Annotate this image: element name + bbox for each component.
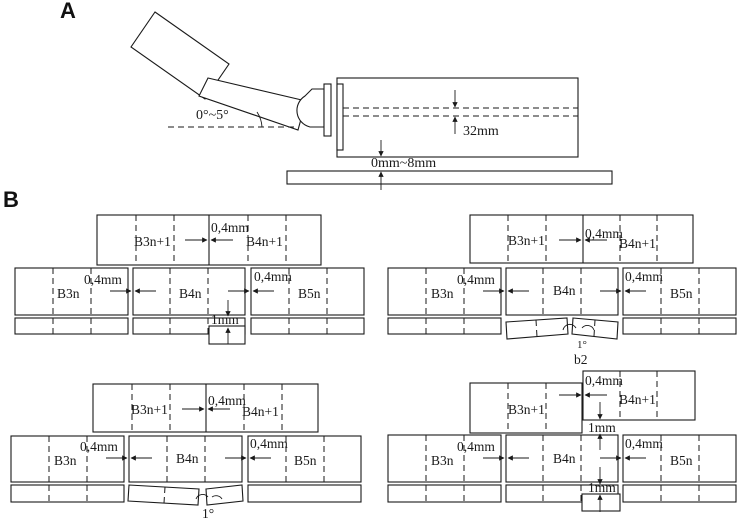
block-left xyxy=(387,267,502,316)
sub-figure-label: b2 xyxy=(574,352,588,367)
gap-right: 0,4mm xyxy=(625,269,663,284)
drop-upper: 1mm xyxy=(588,420,616,435)
base-left xyxy=(10,484,125,503)
gap-lower: 0,4mm xyxy=(80,439,118,454)
block-upper xyxy=(469,214,694,264)
label-b4n: B4n xyxy=(176,451,199,466)
label-b3n: B3n xyxy=(54,453,77,468)
base-right xyxy=(622,317,737,335)
label-b5n: B5n xyxy=(298,286,321,301)
angle-label: 0°~5° xyxy=(196,108,229,123)
block-left xyxy=(14,267,129,316)
block-left xyxy=(10,435,125,483)
label-b3n1: B3n+1 xyxy=(131,402,168,417)
label-b5n: B5n xyxy=(670,286,693,301)
tool-plate xyxy=(323,83,332,137)
block-right xyxy=(250,267,365,316)
block-left xyxy=(387,434,502,483)
tilt-label: 1° xyxy=(202,506,214,521)
gap-upper: 0,4mm xyxy=(208,393,246,408)
gap-lower: 0,4mm xyxy=(84,272,122,287)
scenario-top-right xyxy=(387,214,737,340)
label-b3n: B3n xyxy=(431,286,454,301)
label-b5n: B5n xyxy=(294,453,317,468)
base-right xyxy=(247,484,362,503)
base-left xyxy=(387,317,502,335)
block-middle xyxy=(505,434,619,483)
gap-lower: 0,4mm xyxy=(457,272,495,287)
label-b4n1: B4n+1 xyxy=(246,234,283,249)
panel-b-label: B xyxy=(3,187,19,212)
tilted-base-right xyxy=(205,484,244,506)
label-b4n: B4n xyxy=(553,451,576,466)
gap-label: 32mm xyxy=(463,124,499,139)
panel-a-label: A xyxy=(60,0,76,23)
label-b4n1: B4n+1 xyxy=(619,236,656,251)
block-middle xyxy=(505,267,619,316)
gap-upper: 0,4mm xyxy=(585,226,623,241)
gap-right: 0,4mm xyxy=(250,436,288,451)
distance-label: 0mm~8mm xyxy=(371,156,436,171)
label-b4n: B4n xyxy=(179,286,202,301)
base-right xyxy=(622,484,737,503)
tool-shaft xyxy=(198,77,307,131)
tilt-label: 1° xyxy=(577,339,587,351)
block-upper-left xyxy=(469,382,583,434)
base-plate xyxy=(286,170,613,185)
label-b3n: B3n xyxy=(431,453,454,468)
gap-lower: 0,4mm xyxy=(457,439,495,454)
label-b3n1: B3n+1 xyxy=(508,402,545,417)
block-upper-right xyxy=(582,370,696,421)
label-b3n1: B3n+1 xyxy=(134,234,171,249)
dropped-block xyxy=(581,493,621,512)
tool-head xyxy=(130,11,230,100)
gap-upper: 0,4mm xyxy=(211,220,249,235)
label-b4n1: B4n+1 xyxy=(619,392,656,407)
block-middle xyxy=(128,435,243,483)
block-right xyxy=(247,435,362,483)
gap-upper: 0,4mm xyxy=(585,373,623,388)
block-middle xyxy=(132,267,246,316)
part-a-diagram xyxy=(130,11,613,190)
tilted-base-left xyxy=(505,317,569,340)
workpiece-block xyxy=(336,77,579,158)
block-right xyxy=(622,267,737,316)
drop-lower: 1mm xyxy=(588,480,616,495)
scenario-bottom-left xyxy=(10,383,362,506)
gap-right: 0,4mm xyxy=(254,269,292,284)
gap-right: 0,4mm xyxy=(625,436,663,451)
scenario-top-left xyxy=(14,214,365,345)
base-left xyxy=(14,317,129,335)
label-b3n1: B3n+1 xyxy=(508,233,545,248)
block-right xyxy=(622,434,737,483)
label-b3n: B3n xyxy=(57,286,80,301)
scenario-bottom-right xyxy=(387,370,737,512)
tilted-base-left xyxy=(127,484,200,506)
tilted-base-right xyxy=(571,317,619,340)
dropped-block xyxy=(208,325,246,345)
base-right xyxy=(250,317,365,335)
label-b4n: B4n xyxy=(553,283,576,298)
base-left xyxy=(387,484,502,503)
drop-label: 1mm xyxy=(211,312,239,327)
label-b5n: B5n xyxy=(670,453,693,468)
tool-roller xyxy=(296,88,325,128)
label-b4n1: B4n+1 xyxy=(242,404,279,419)
